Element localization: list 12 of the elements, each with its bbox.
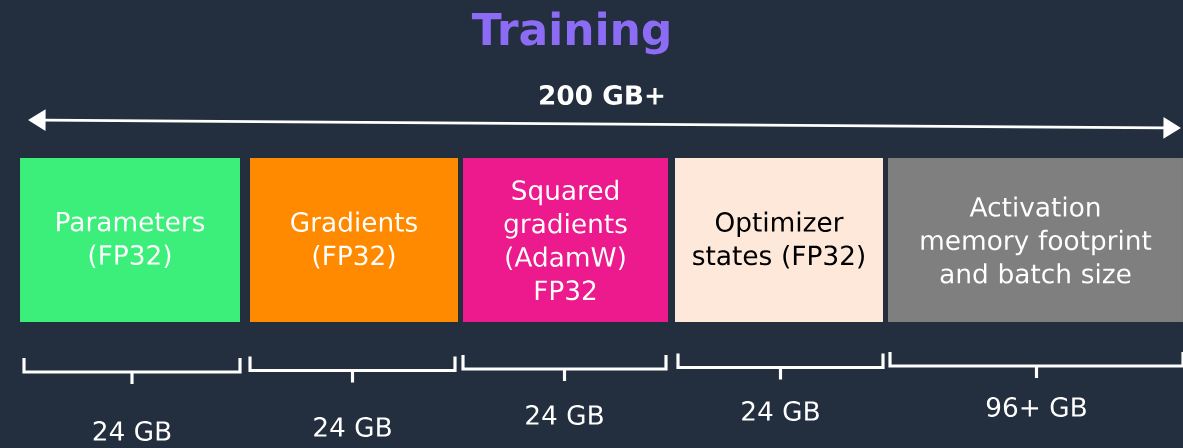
size-label: 24 GB	[742, 401, 819, 421]
size-label: 24 GB	[526, 405, 603, 425]
memory-block: Parameters (FP32)	[20, 158, 240, 322]
size-label: 24 GB	[314, 417, 391, 437]
memory-block: Optimizer states (FP32)	[675, 158, 883, 322]
size-label: 96+ GB	[986, 397, 1086, 417]
memory-block: Gradients (FP32)	[250, 158, 458, 322]
dimension-label: 200 GB+	[540, 85, 664, 105]
size-label: 24 GB	[93, 421, 171, 441]
memory-block: Activation memory footprint and batch size	[888, 158, 1183, 322]
memory-block: Squared gradients (AdamW) FP32	[463, 158, 668, 322]
title: Training	[471, 11, 669, 55]
